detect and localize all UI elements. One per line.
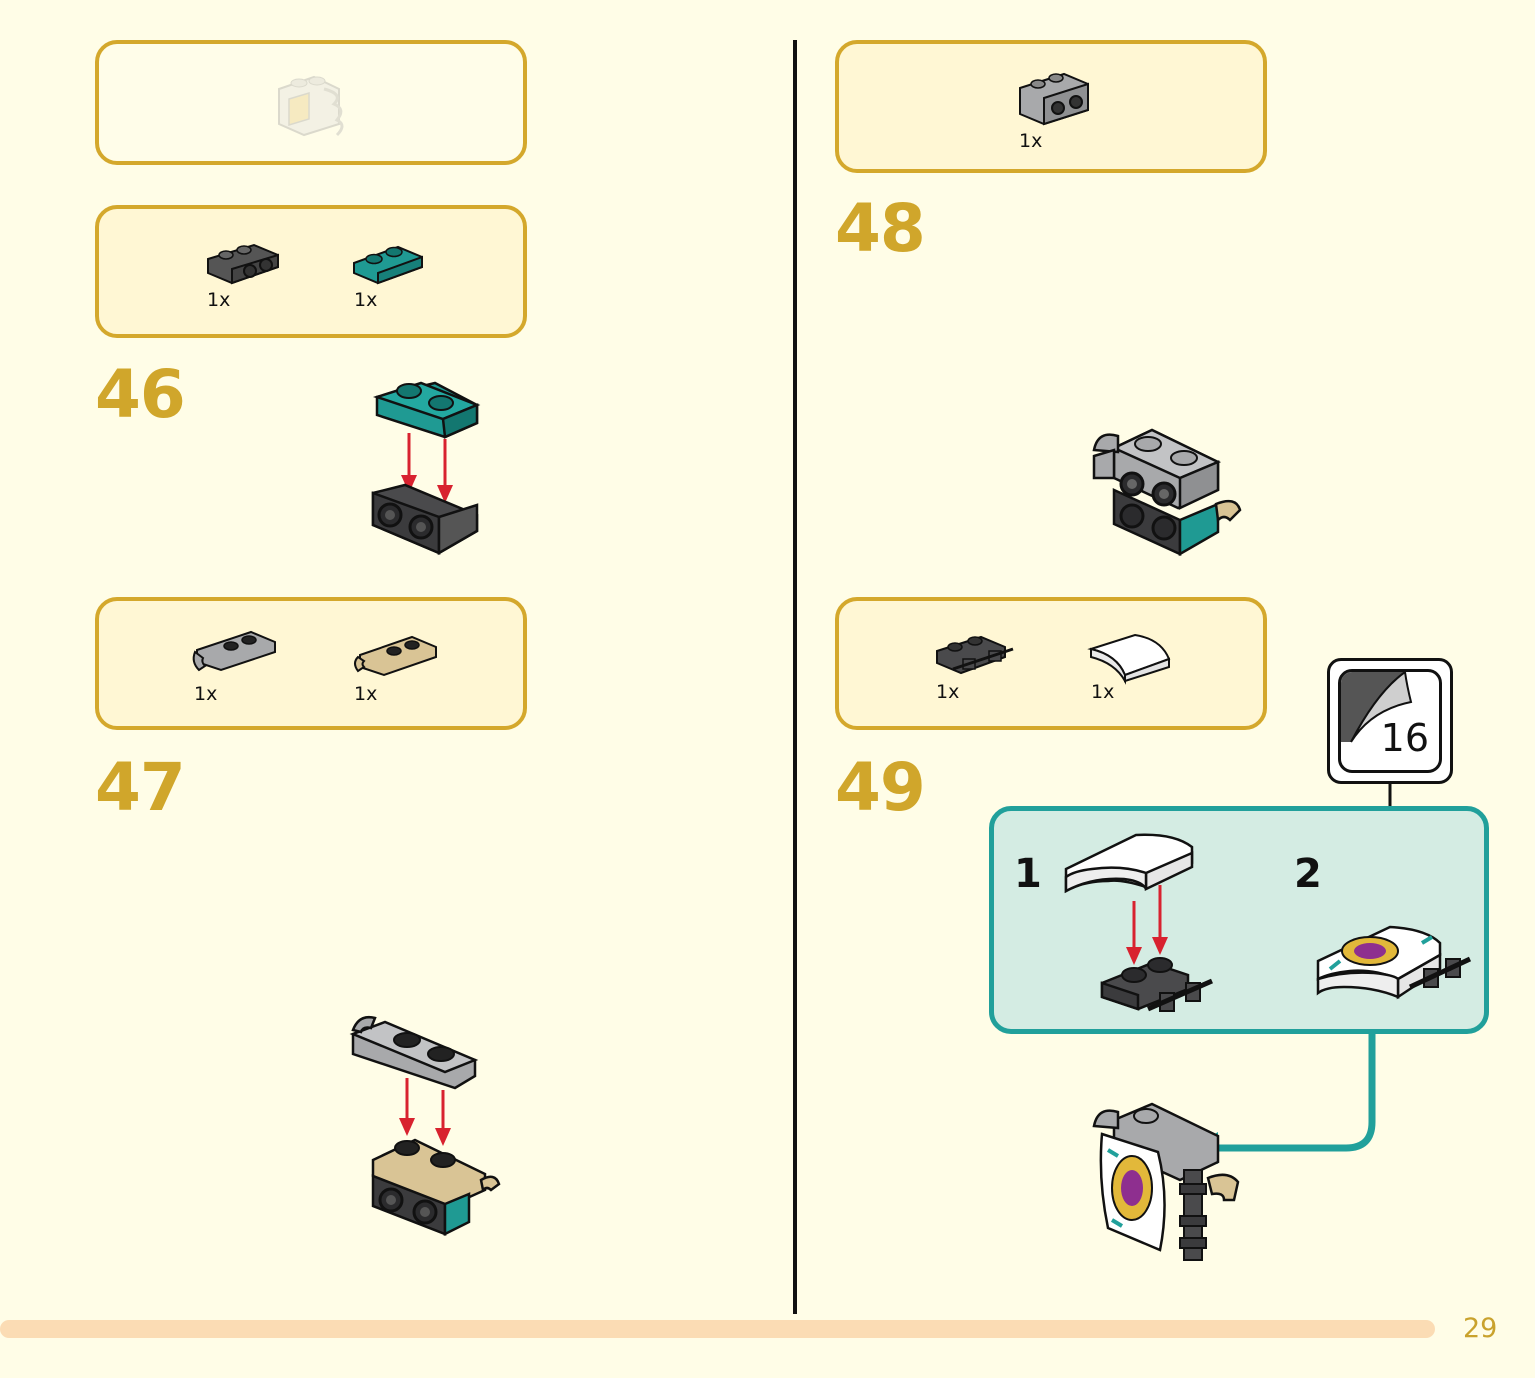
- quantity-label: 1x: [207, 289, 231, 311]
- substep-1-illustration: [1064, 833, 1214, 1012]
- faded-submodel-icon: [278, 75, 344, 137]
- page-number: 29: [1463, 1313, 1498, 1344]
- sticker-number: 16: [1380, 716, 1429, 760]
- sticker-callout: 16: [1327, 658, 1453, 784]
- step-number: 46: [95, 356, 186, 433]
- page-divider: [793, 40, 797, 1314]
- tan-plate-clip-part-icon: [354, 635, 437, 677]
- quantity-label: 1x: [936, 681, 960, 703]
- white-curved-slope-part-icon: [1087, 633, 1171, 685]
- step-48-assembly-illustration: [1092, 428, 1242, 557]
- dark-grey-bracket-part-icon: [207, 243, 279, 285]
- step-47-assembly-illustration: [349, 1016, 501, 1237]
- grey-bracket-part-icon: [1019, 72, 1089, 126]
- step-number: 48: [835, 190, 926, 267]
- step-46-assembly-illustration: [371, 381, 481, 556]
- step-number: 47: [95, 749, 186, 826]
- quantity-label: 1x: [354, 289, 378, 311]
- dark-grey-plate-bars-part-icon: [936, 635, 1014, 675]
- parts-list-step-47: 1x 1x: [95, 597, 527, 730]
- quantity-label: 1x: [1091, 681, 1115, 703]
- parts-list-step-49: 1x 1x: [835, 597, 1267, 730]
- grey-plate-clip-part-icon: [192, 630, 276, 672]
- step-number: 49: [835, 749, 926, 826]
- substep-label: 2: [1294, 851, 1322, 897]
- substep-label: 1: [1014, 851, 1042, 897]
- quantity-label: 1x: [1019, 130, 1043, 152]
- substep-box: 1 2: [989, 806, 1489, 1034]
- teal-plate-part-icon: [353, 245, 423, 285]
- step-49-assembly-illustration: [1092, 1102, 1240, 1261]
- sticker-icon: 16: [1338, 669, 1442, 773]
- previous-submodel-box: [95, 40, 527, 165]
- parts-list-step-46: 1x 1x: [95, 205, 527, 338]
- footer-bar: [0, 1320, 1435, 1338]
- quantity-label: 1x: [194, 683, 218, 705]
- substep-2-illustration: [1316, 925, 1472, 1000]
- quantity-label: 1x: [354, 683, 378, 705]
- parts-list-step-48: 1x: [835, 40, 1267, 173]
